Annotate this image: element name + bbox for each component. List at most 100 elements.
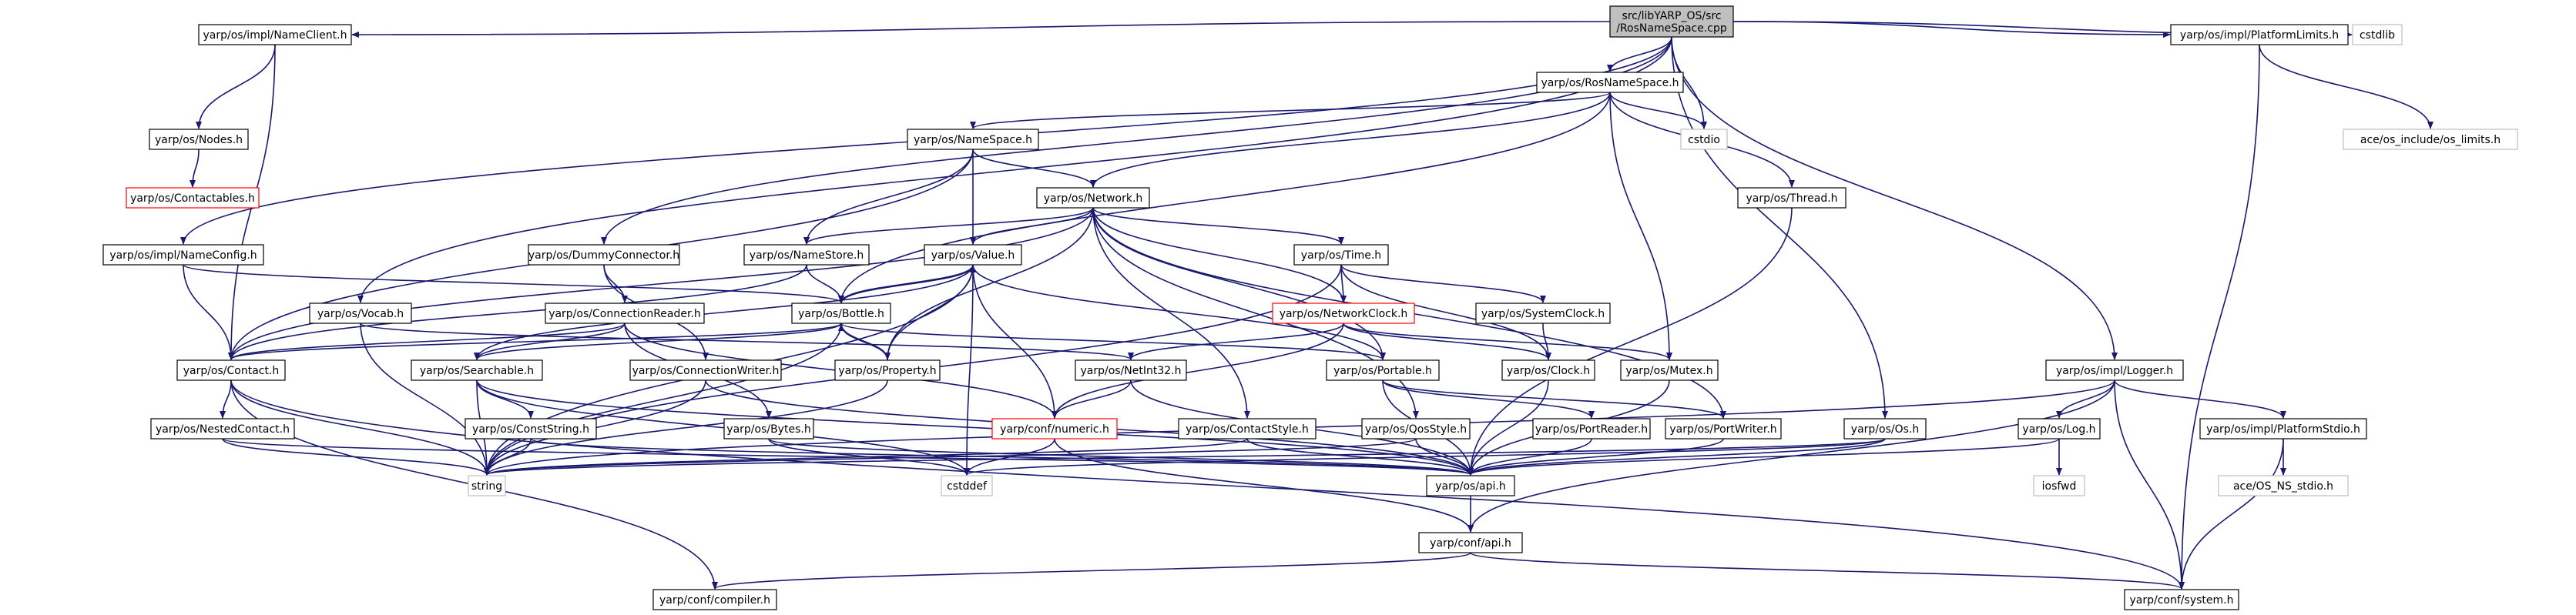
node-string: string	[468, 475, 506, 496]
node-clock[interactable]: yarp/os/Clock.h	[1501, 359, 1595, 381]
node-box	[198, 24, 352, 45]
edge-portwriter-to-osapi	[1467, 438, 1724, 476]
node-compiler[interactable]: yarp/conf/compiler.h	[652, 589, 777, 610]
node-box	[468, 475, 506, 496]
node-contact[interactable]: yarp/os/Contact.h	[176, 359, 286, 381]
node-box	[411, 359, 543, 381]
node-box	[2045, 359, 2184, 381]
node-nameconfig[interactable]: yarp/os/impl/NameConfig.h	[102, 244, 264, 266]
node-box	[1293, 244, 1389, 266]
node-netint32[interactable]: yarp/os/NetInt32.h	[1075, 359, 1187, 381]
node-searchable[interactable]: yarp/os/Searchable.h	[411, 359, 543, 381]
edge-contactstyle-to-string	[484, 438, 1248, 476]
node-cstdio: cstdio	[1680, 129, 1728, 150]
node-label: yarp/os/NetworkClock.h	[1280, 308, 1408, 320]
nodes-layer: src/libYARP_OS/src/RosNameSpace.cpp yarp/…	[102, 5, 2518, 610]
node-label: yarp/os/api.h	[1435, 480, 1505, 493]
node-label: cstdlib	[2360, 29, 2395, 42]
node-box	[2170, 24, 2349, 45]
node-label: cstdio	[1688, 134, 1720, 146]
node-label: /RosNameSpace.cpp	[1616, 22, 1727, 35]
edge-confapi-to-compiler	[712, 552, 1471, 590]
node-label: yarp/os/PortWriter.h	[1669, 423, 1776, 436]
node-ace_stdio: ace/OS_NS_stdio.h	[2218, 475, 2349, 496]
node-osapi[interactable]: yarp/os/api.h	[1426, 475, 1515, 496]
node-platformstdio[interactable]: yarp/os/impl/PlatformStdio.h	[2199, 418, 2367, 440]
edge-portable-to-portreader	[1382, 379, 1595, 419]
node-nodes[interactable]: yarp/os/Nodes.h	[149, 129, 249, 150]
node-connectionwriter[interactable]: yarp/os/ConnectionWriter.h	[629, 359, 782, 381]
node-os_h[interactable]: yarp/os/Os.h	[1843, 418, 1927, 440]
node-iosfwd: iosfwd	[2033, 475, 2085, 496]
edge-value-to-portable	[972, 264, 1386, 360]
node-dummyconnector[interactable]: yarp/os/DummyConnector.h	[528, 244, 680, 266]
node-confapi[interactable]: yarp/conf/api.h	[1418, 532, 1523, 553]
node-thread[interactable]: yarp/os/Thread.h	[1737, 187, 1846, 209]
edge-logger-to-platformstdio	[2114, 379, 2286, 419]
node-label: yarp/os/Vocab.h	[317, 308, 404, 320]
node-label: yarp/os/NameStore.h	[750, 249, 864, 262]
node-value[interactable]: yarp/os/Value.h	[924, 244, 1022, 266]
node-label: yarp/os/Network.h	[1044, 192, 1143, 205]
node-box	[528, 244, 680, 266]
edge-qosstyle-to-string	[484, 438, 1417, 476]
edge-networkclock-to-netint32	[1128, 323, 1344, 360]
node-label: yarp/os/NameSpace.h	[914, 134, 1032, 146]
edge-value-to-confnumeric	[972, 264, 1058, 419]
node-bottle[interactable]: yarp/os/Bottle.h	[791, 302, 891, 324]
node-box	[791, 302, 891, 324]
edge-network-to-namestore	[803, 207, 1094, 245]
node-mutex[interactable]: yarp/os/Mutex.h	[1620, 359, 1719, 381]
edge-contact-to-nestedcontact	[220, 379, 232, 419]
node-box	[834, 359, 941, 381]
node-rosnamespace_h[interactable]: yarp/os/RosNameSpace.h	[1536, 72, 1684, 93]
node-box	[545, 302, 705, 324]
node-property[interactable]: yarp/os/Property.h	[834, 359, 941, 381]
node-logger[interactable]: yarp/os/impl/Logger.h	[2045, 359, 2184, 381]
node-confnumeric[interactable]: yarp/conf/numeric.h	[991, 418, 1118, 440]
edge-value-to-bottle	[838, 264, 974, 303]
edge-property-to-bottle	[838, 323, 888, 361]
node-box	[629, 359, 782, 381]
edge-portreader-to-osapi	[1467, 438, 1592, 476]
node-box	[465, 418, 597, 440]
node-label: src/libYARP_OS/src	[1622, 10, 1721, 22]
node-vocab[interactable]: yarp/os/Vocab.h	[309, 302, 412, 324]
node-log[interactable]: yarp/os/Log.h	[2018, 418, 2101, 440]
node-nestedcontact[interactable]: yarp/os/NestedContact.h	[150, 418, 295, 440]
edge-os_h-to-string	[484, 438, 1886, 476]
edge-contact-to-string	[230, 379, 490, 476]
edge-bottle-to-searchable	[474, 323, 842, 360]
node-box	[1326, 359, 1440, 381]
node-connectionreader[interactable]: yarp/os/ConnectionReader.h	[545, 302, 705, 324]
edge-value-to-cstddef	[964, 264, 974, 476]
node-contactables[interactable]: yarp/os/Contactables.h	[126, 187, 260, 209]
node-portreader[interactable]: yarp/os/PortReader.h	[1532, 418, 1651, 440]
edge-bottle-to-value	[840, 265, 976, 304]
node-system[interactable]: yarp/conf/system.h	[2124, 589, 2239, 610]
node-box	[1361, 418, 1471, 440]
node-namestore[interactable]: yarp/os/NameStore.h	[743, 244, 870, 266]
node-bytes[interactable]: yarp/os/Bytes.h	[723, 418, 814, 440]
node-namespace_h[interactable]: yarp/os/NameSpace.h	[907, 129, 1039, 150]
node-networkclock[interactable]: yarp/os/NetworkClock.h	[1272, 302, 1415, 324]
node-box	[1620, 359, 1719, 381]
node-nameclient[interactable]: yarp/os/impl/NameClient.h	[198, 24, 352, 45]
edge-time-to-systemclock	[1340, 264, 1546, 303]
node-box	[1475, 302, 1611, 324]
edge-platformlimits-to-system	[2179, 44, 2260, 590]
node-label: ace/os_include/os_limits.h	[2360, 134, 2501, 146]
node-systemclock[interactable]: yarp/os/SystemClock.h	[1475, 302, 1611, 324]
node-root[interactable]: src/libYARP_OS/src/RosNameSpace.cpp	[1609, 5, 1734, 38]
node-platformlimits[interactable]: yarp/os/impl/PlatformLimits.h	[2170, 24, 2349, 45]
node-box	[991, 418, 1118, 440]
node-time[interactable]: yarp/os/Time.h	[1293, 244, 1389, 266]
edge-log-to-osapi	[1467, 438, 2060, 476]
node-contactstyle[interactable]: yarp/os/ContactStyle.h	[1178, 418, 1317, 440]
node-portwriter[interactable]: yarp/os/PortWriter.h	[1665, 418, 1782, 440]
node-qosstyle[interactable]: yarp/os/QosStyle.h	[1361, 418, 1471, 440]
node-network[interactable]: yarp/os/Network.h	[1036, 187, 1150, 209]
node-portable[interactable]: yarp/os/Portable.h	[1326, 359, 1440, 381]
edge-namespace_h-to-network	[972, 149, 1096, 188]
node-conststring[interactable]: yarp/os/ConstString.h	[465, 418, 597, 440]
